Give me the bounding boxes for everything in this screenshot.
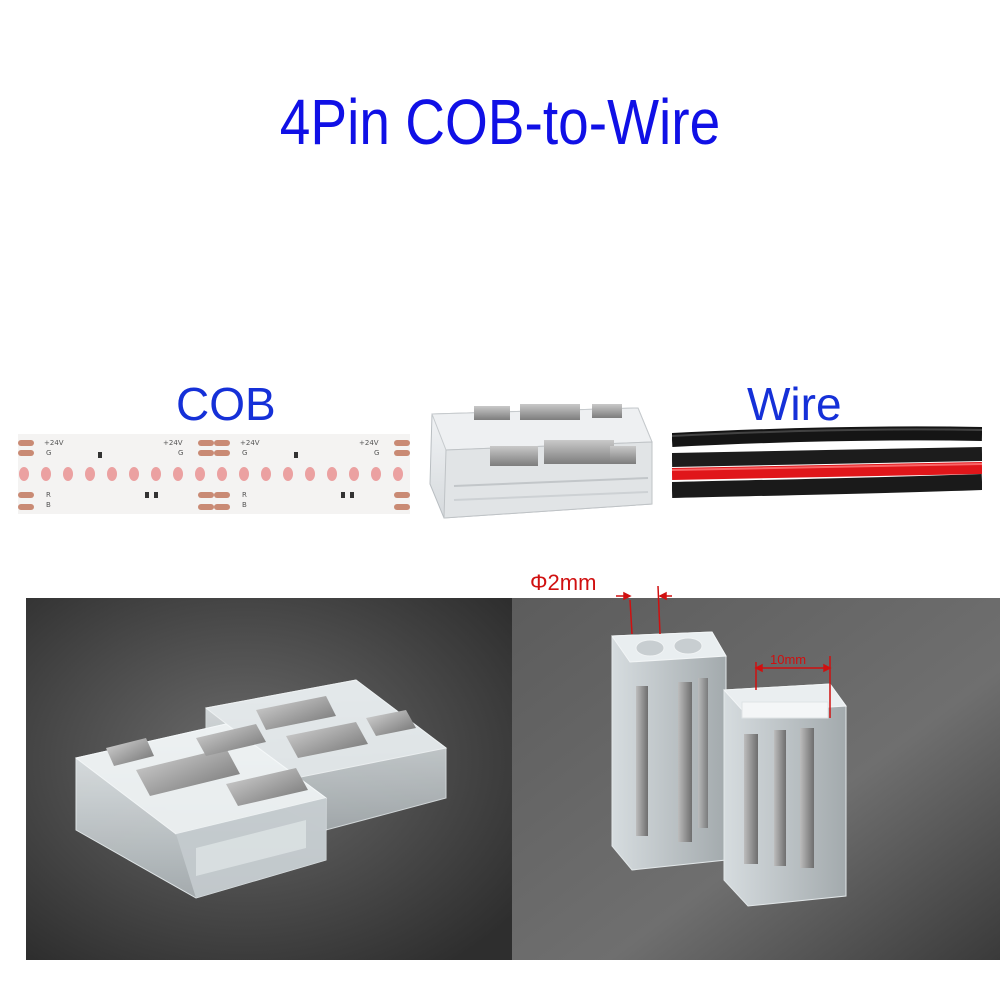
led-chip bbox=[85, 467, 95, 481]
led-chip bbox=[393, 467, 403, 481]
led-chip bbox=[217, 467, 227, 481]
led-chip bbox=[349, 467, 359, 481]
marking-g: G bbox=[374, 449, 379, 457]
marking-r: R bbox=[242, 491, 247, 499]
solder-pad bbox=[198, 450, 214, 456]
solder-pad bbox=[198, 504, 214, 510]
solder-pad bbox=[214, 504, 230, 510]
solder-pad bbox=[214, 440, 230, 446]
marking-b: B bbox=[242, 501, 247, 509]
marking-24v: +24V bbox=[44, 439, 64, 447]
led-chip bbox=[41, 467, 51, 481]
solder-pad bbox=[394, 504, 410, 510]
strip-markings: +24V G +24V G +24V G +24V G R B R B bbox=[44, 439, 379, 509]
solder-pad bbox=[394, 450, 410, 456]
solder-pad bbox=[18, 440, 34, 446]
wire-image bbox=[672, 424, 982, 516]
marking-24v: +24V bbox=[359, 439, 379, 447]
led-chip bbox=[305, 467, 315, 481]
width-label: 10mm bbox=[770, 652, 806, 667]
solder-pad bbox=[18, 504, 34, 510]
wire-label: Wire bbox=[747, 378, 842, 430]
cob-strip-image: +24V G +24V G +24V G +24V G R B R B bbox=[18, 434, 410, 514]
marking-24v: +24V bbox=[163, 439, 183, 447]
diameter-label: Φ2mm bbox=[530, 570, 596, 595]
led-chip bbox=[371, 467, 381, 481]
led-chip bbox=[283, 467, 293, 481]
marking-g: G bbox=[242, 449, 247, 457]
solder-pad bbox=[394, 492, 410, 498]
marking-b: B bbox=[46, 501, 51, 509]
page-title: 4Pin COB-to-Wire bbox=[279, 86, 721, 158]
led-chip bbox=[173, 467, 183, 481]
marking-g: G bbox=[178, 449, 183, 457]
led-chip bbox=[261, 467, 271, 481]
cob-label: COB bbox=[176, 378, 276, 430]
led-chip bbox=[129, 467, 139, 481]
led-chip bbox=[151, 467, 161, 481]
led-chip bbox=[107, 467, 117, 481]
strip-leds bbox=[19, 467, 403, 481]
led-chip bbox=[19, 467, 29, 481]
solder-pad bbox=[198, 440, 214, 446]
connectors-photo-right: Φ2mm 10mm bbox=[512, 566, 1000, 960]
connectors-photo-left bbox=[26, 598, 512, 960]
marking-g: G bbox=[46, 449, 51, 457]
marking-24v: +24V bbox=[240, 439, 260, 447]
led-chip bbox=[327, 467, 337, 481]
solder-pad bbox=[198, 492, 214, 498]
solder-pad bbox=[18, 492, 34, 498]
solder-pad bbox=[394, 440, 410, 446]
led-chip bbox=[195, 467, 205, 481]
diameter-dimension bbox=[616, 585, 672, 635]
strip-pads bbox=[18, 440, 410, 510]
led-chip bbox=[239, 467, 249, 481]
solder-pad bbox=[214, 492, 230, 498]
solder-pad bbox=[214, 450, 230, 456]
marking-r: R bbox=[46, 491, 51, 499]
width-dimension bbox=[754, 656, 832, 718]
led-chip bbox=[63, 467, 73, 481]
connector-product-image bbox=[424, 400, 656, 526]
solder-pad bbox=[18, 450, 34, 456]
